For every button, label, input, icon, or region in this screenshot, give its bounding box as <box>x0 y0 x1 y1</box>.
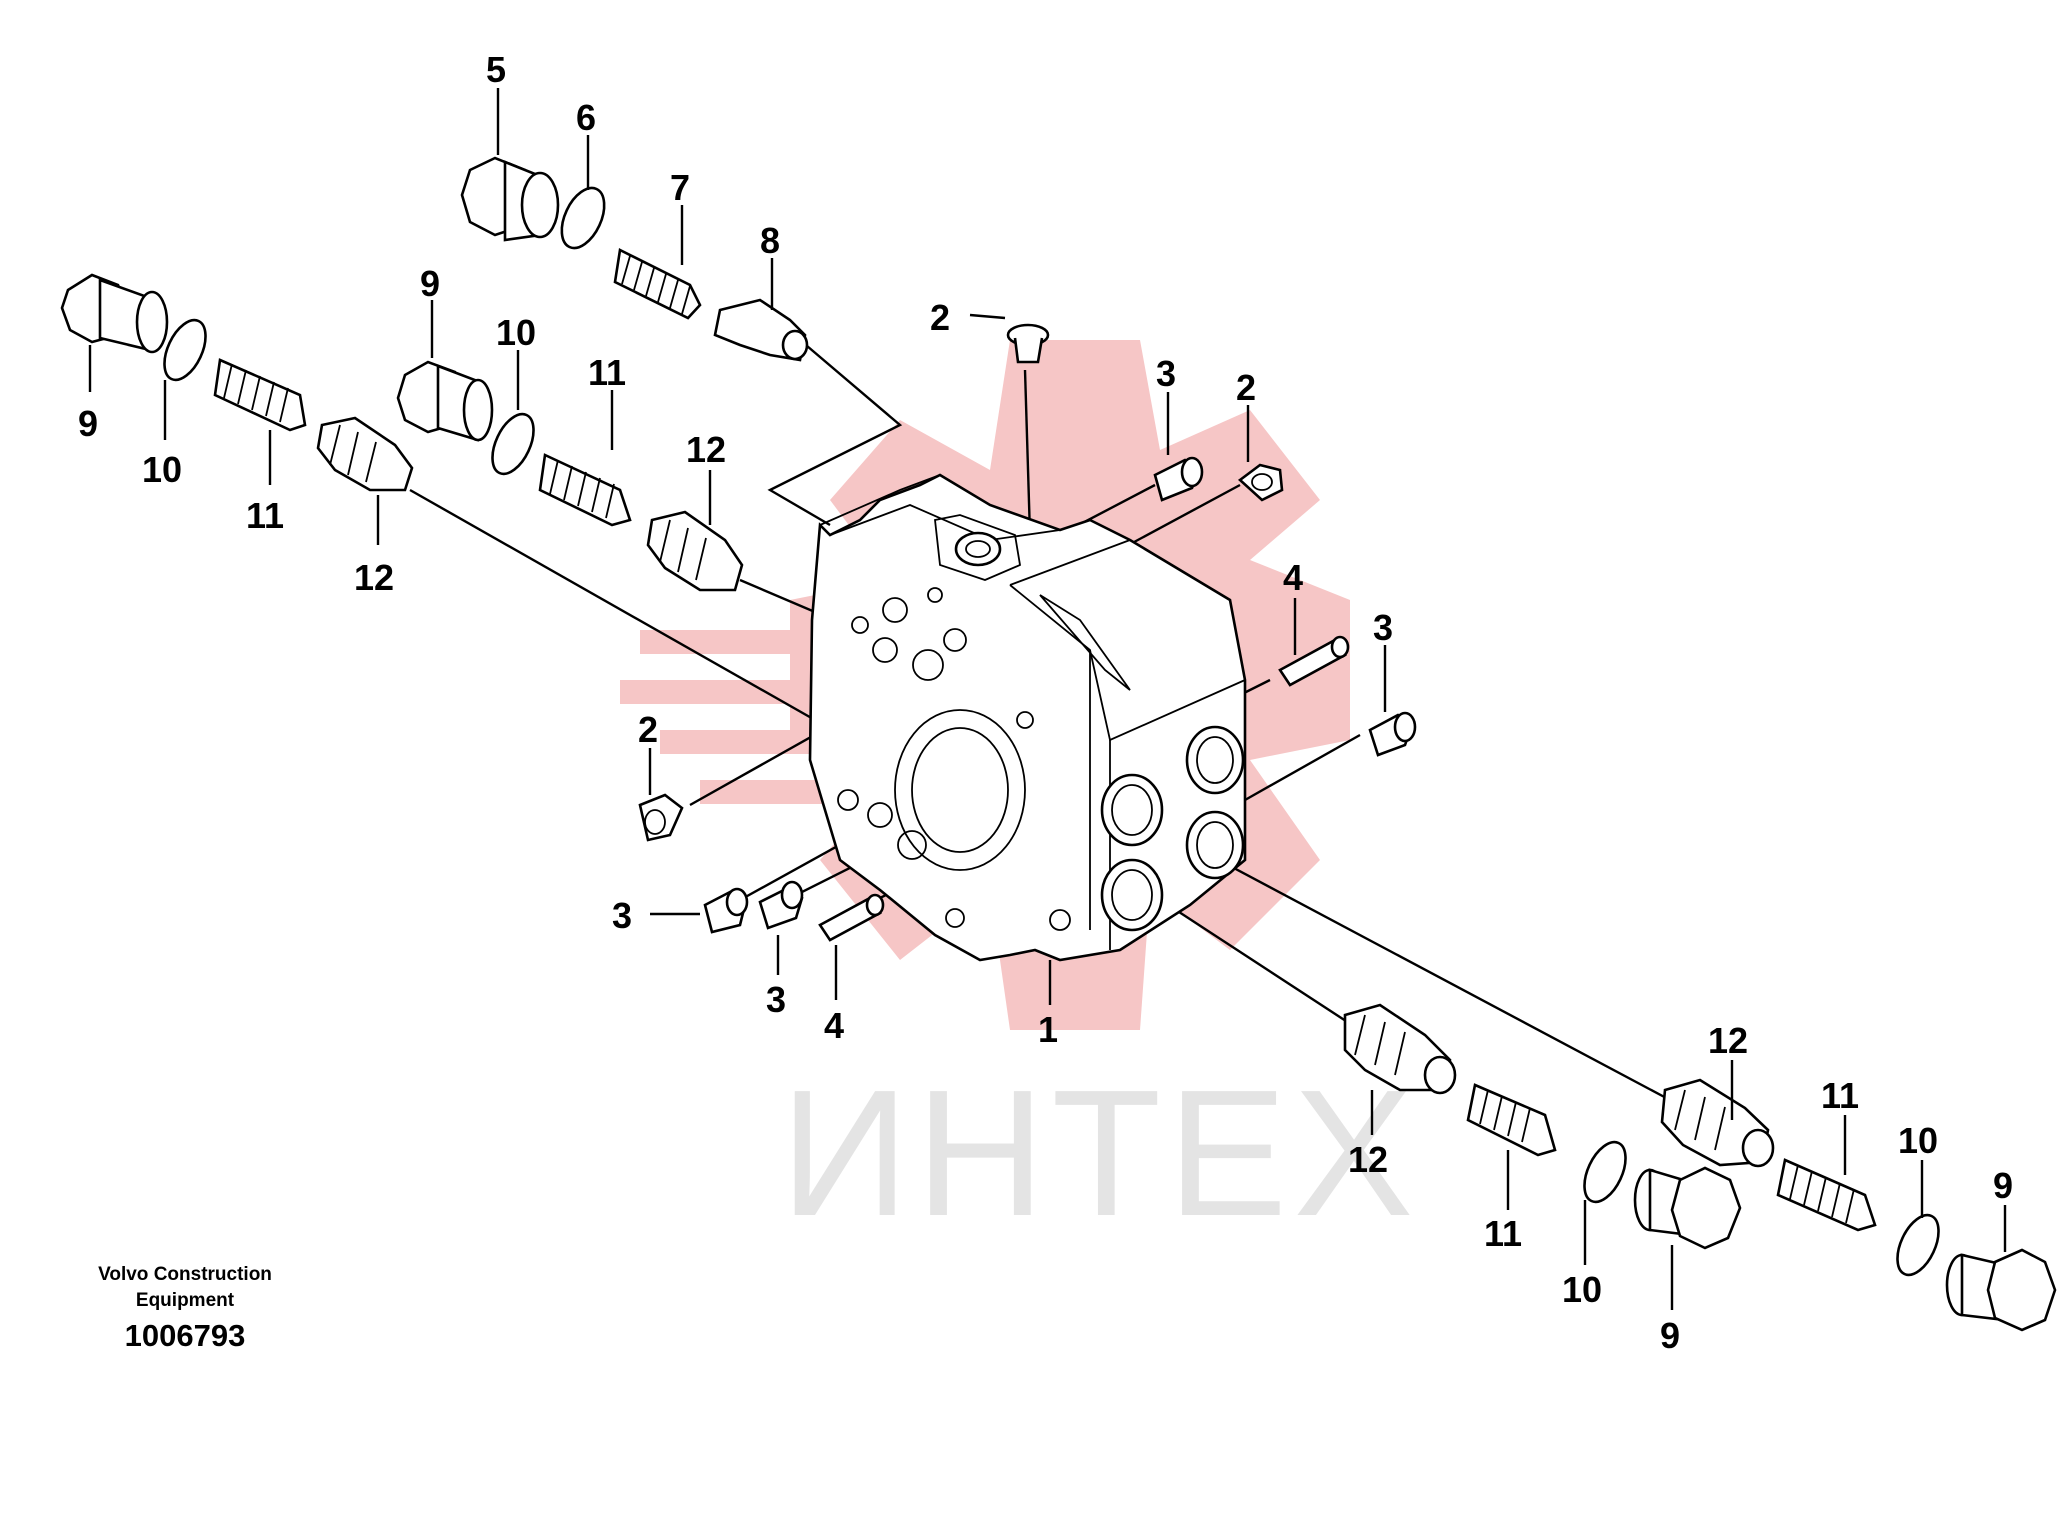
spring-part-11-d <box>1776 1158 1877 1232</box>
callout-4: 4 <box>1283 557 1303 598</box>
spring-part-7 <box>613 248 702 320</box>
callout-10: 10 <box>1898 1120 1938 1161</box>
callout-3: 3 <box>1373 607 1393 648</box>
spring-part-11-a <box>213 358 307 432</box>
poppet-part-12-d <box>1660 1078 1775 1168</box>
plug-part-9-a <box>60 273 169 354</box>
callout-11: 11 <box>1821 1075 1859 1116</box>
callout-9: 9 <box>420 263 440 304</box>
callout-12: 12 <box>1708 1020 1748 1061</box>
plug-part-9-c <box>1633 1166 1742 1250</box>
callout-4: 4 <box>824 1005 844 1046</box>
housing-ports <box>1100 725 1245 932</box>
drawing-number: 1006793 <box>124 1318 246 1353</box>
plug-part-2-b <box>1237 463 1284 502</box>
spring-part-11-b <box>538 453 632 527</box>
pin-part-3-b <box>1368 711 1417 757</box>
callout-11: 11 <box>588 352 626 393</box>
plug-part-2-c <box>638 793 684 842</box>
plug-part-2-a <box>1006 323 1050 364</box>
callout-10: 10 <box>142 449 182 490</box>
callout-leader-lines <box>88 88 2007 1310</box>
poppet-part-12-c <box>1343 1003 1457 1095</box>
callout-3: 3 <box>612 895 632 936</box>
callout-5: 5 <box>486 49 506 90</box>
o-ring-part-10-c <box>1583 1140 1627 1204</box>
callout-3: 3 <box>766 979 786 1020</box>
plug-part-9-b <box>396 360 494 442</box>
callout-6: 6 <box>576 97 596 138</box>
pin-part-4-a <box>1278 635 1350 687</box>
callout-11: 11 <box>1484 1213 1522 1254</box>
o-ring-part-10-d <box>1896 1213 1940 1277</box>
spring-part-11-c <box>1466 1083 1557 1157</box>
callout-9: 9 <box>78 403 98 444</box>
callout-10: 10 <box>1562 1269 1602 1310</box>
pin-part-3-c <box>703 887 749 934</box>
poppet-part-12-b <box>646 510 744 592</box>
callout-2: 2 <box>1236 367 1256 408</box>
plug-part-5 <box>460 156 560 242</box>
callout-2: 2 <box>638 709 658 750</box>
valve-housing <box>808 473 1247 962</box>
callout-3: 3 <box>1156 353 1176 394</box>
callout-2: 2 <box>930 297 950 338</box>
pin-part-3-a <box>1153 456 1204 502</box>
plug-part-9-d <box>1945 1248 2057 1332</box>
callout-10: 10 <box>496 312 536 353</box>
o-ring-part-10-b <box>491 412 535 476</box>
o-ring-part-10-a <box>163 318 207 382</box>
spool-part-8 <box>713 298 809 362</box>
callout-8: 8 <box>760 220 780 261</box>
callout-12: 12 <box>1348 1139 1388 1180</box>
pin-part-3-d <box>758 880 804 930</box>
pin-part-4-b <box>818 893 885 942</box>
o-ring-part-6 <box>560 186 606 250</box>
callout-7: 7 <box>670 167 690 208</box>
callout-11: 11 <box>246 495 284 536</box>
callout-9: 9 <box>1660 1315 1680 1356</box>
watermark-text: ИНТЕХ <box>780 1053 1419 1254</box>
callout-labels: 5 6 7 8 9 10 11 12 9 10 11 12 2 3 2 4 3 … <box>78 49 2013 1356</box>
callout-12: 12 <box>686 429 726 470</box>
manufacturer-caption: Volvo Construction Equipment <box>98 1264 272 1311</box>
callout-12: 12 <box>354 557 394 598</box>
callout-9: 9 <box>1993 1165 2013 1206</box>
poppet-part-12-a <box>316 416 414 492</box>
callout-1: 1 <box>1038 1009 1058 1050</box>
